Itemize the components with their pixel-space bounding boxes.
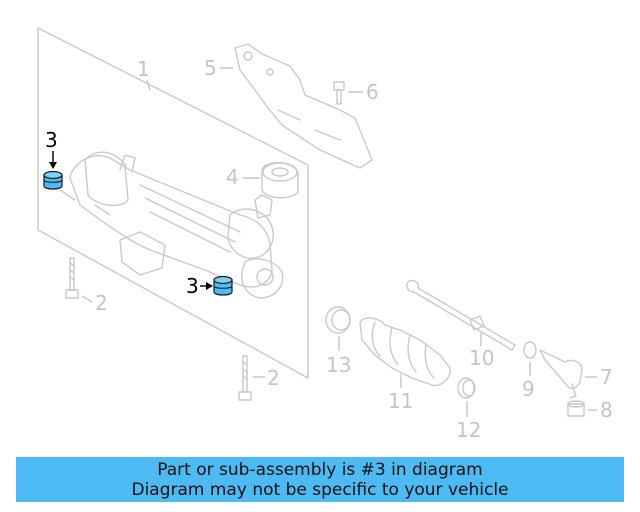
callout-2-lower[interactable]: 2 [267,366,280,390]
callout-3-upper[interactable]: 3 [45,128,58,152]
clip-part-9[interactable] [523,341,537,359]
bolt-part-2-lower[interactable] [238,355,252,401]
bolt-part-2-upper[interactable] [65,257,79,299]
banner-line-disclaimer: Diagram may not be specific to your vehi… [131,480,509,500]
callout-5[interactable]: 5 [204,56,217,80]
callout-6[interactable]: 6 [366,80,379,104]
parts-diagram: 1 3 3 2 [37,27,613,442]
bracket-part-5[interactable] [234,43,373,169]
callout-9[interactable]: 9 [522,377,535,401]
boot-part-11[interactable] [359,317,451,387]
callout-2-upper[interactable]: 2 [95,291,108,315]
bushing-part-3-right[interactable] [213,275,233,296]
callout-11[interactable]: 11 [388,389,413,413]
nut-part-8[interactable] [567,400,585,417]
callout-13[interactable]: 13 [326,353,351,377]
leader-3-lower [200,282,213,290]
tie-rod-part-10[interactable] [406,279,516,351]
callout-7[interactable]: 7 [600,365,613,389]
info-banner: Part or sub-assembly is #3 in diagram Di… [16,457,624,502]
callout-4[interactable]: 4 [226,165,239,189]
callout-3-lower[interactable]: 3 [186,274,199,298]
tie-rod-end-part-7[interactable] [539,349,583,399]
leader-1 [146,79,151,91]
mount-part-4[interactable] [261,162,299,199]
callout-8[interactable]: 8 [600,398,613,422]
bolt-part-6[interactable] [333,81,345,105]
leader-3-upper [49,151,57,169]
banner-line-part-number: Part or sub-assembly is #3 in diagram [157,460,483,480]
callout-12[interactable]: 12 [456,418,481,442]
callout-10[interactable]: 10 [469,346,494,370]
bushing-part-3-left[interactable] [43,170,63,190]
rack-assembly-panel [37,27,309,379]
clamp-part-12[interactable] [457,377,476,399]
clamp-part-13[interactable] [325,306,351,334]
callout-1[interactable]: 1 [137,57,150,81]
leader-2-upper [81,295,93,303]
steering-rack[interactable] [59,151,284,299]
